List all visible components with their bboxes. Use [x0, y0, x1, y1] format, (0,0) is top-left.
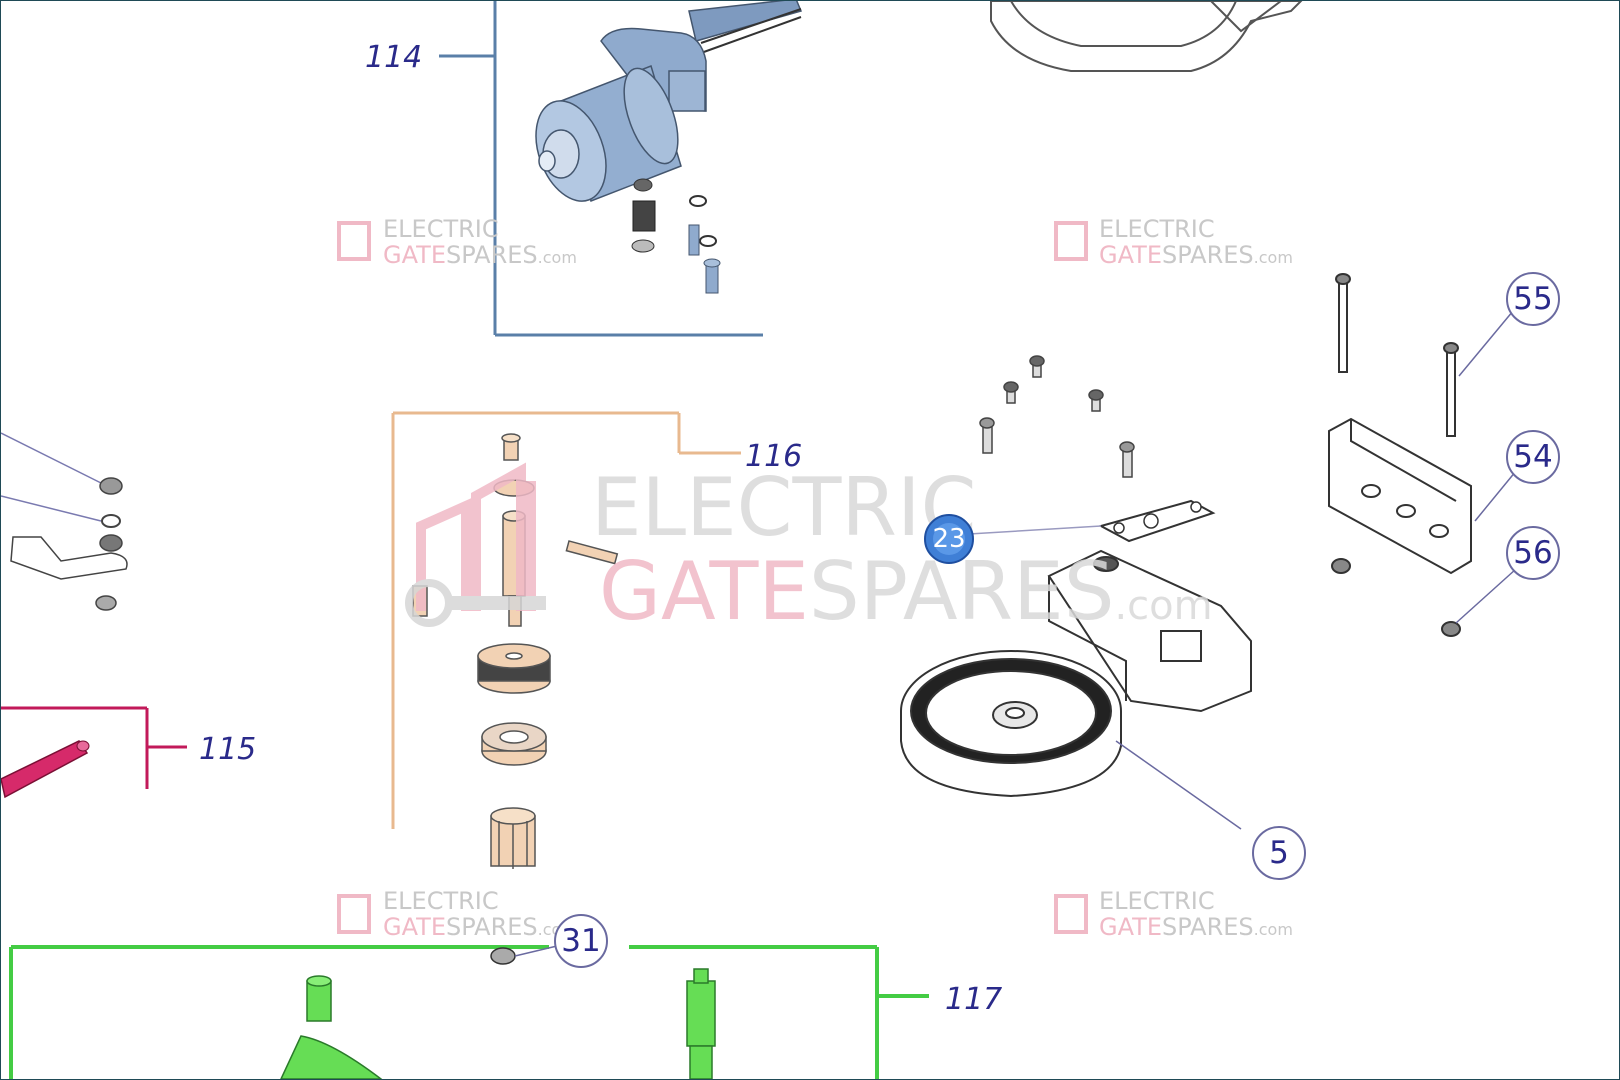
- motor-assembly: [535, 1, 803, 294]
- svg-text:GATESPARES.com: GATESPARES.com: [1099, 913, 1293, 941]
- green-parts: [280, 968, 716, 1079]
- svg-text:ELECTRIC: ELECTRIC: [1099, 887, 1215, 915]
- mounting-bracket: [1328, 273, 1472, 637]
- gasket-plate: [968, 499, 1216, 543]
- base-screws: [979, 355, 1135, 478]
- gear-stack: [412, 433, 619, 869]
- svg-text:ELECTRIC: ELECTRIC: [383, 887, 499, 915]
- group-117-bracket: [9, 945, 929, 1079]
- svg-text:23: 23: [932, 524, 965, 554]
- housing-top-part: [990, 1, 1303, 72]
- svg-text:54: 54: [1513, 439, 1552, 475]
- callout-5[interactable]: 5: [1252, 826, 1306, 880]
- callout-23-marker[interactable]: 23: [924, 514, 974, 564]
- watermark-large: ELECTRIC GATESPARES.com: [405, 461, 1213, 638]
- left-hardware-parts: [1, 432, 128, 611]
- watermark-small-3: ELECTRIC GATESPARES.com: [337, 887, 577, 941]
- watermark-small-4: ELECTRIC GATESPARES.com: [1054, 887, 1293, 941]
- base-housing: [900, 549, 1252, 830]
- watermark-small-2: ELECTRIC GATESPARES.com: [1054, 215, 1293, 269]
- svg-text:56: 56: [1513, 535, 1552, 571]
- group-115-label: 115: [199, 732, 256, 767]
- svg-text:GATESPARES.com: GATESPARES.com: [383, 241, 577, 269]
- callout-55[interactable]: 55: [1458, 272, 1560, 377]
- svg-text:ELECTRIC: ELECTRIC: [1099, 215, 1215, 243]
- svg-text:GATESPARES.com: GATESPARES.com: [1099, 241, 1293, 269]
- group-115-bracket: [1, 706, 187, 789]
- svg-text:ELECTRIC: ELECTRIC: [383, 215, 499, 243]
- callout-31[interactable]: 31: [490, 914, 608, 968]
- callout-54[interactable]: 54: [1474, 430, 1560, 522]
- group-114-bracket: [439, 1, 763, 337]
- magenta-shaft: [1, 740, 90, 799]
- group-116-label: 116: [745, 439, 802, 474]
- svg-text:GATESPARES.com: GATESPARES.com: [383, 913, 577, 941]
- group-116-bracket: [391, 411, 741, 829]
- svg-text:ELECTRIC: ELECTRIC: [591, 461, 976, 554]
- callout-56[interactable]: 56: [1455, 526, 1560, 624]
- svg-text:5: 5: [1269, 835, 1289, 871]
- group-117-label: 117: [945, 982, 1002, 1017]
- watermark-small-1: ELECTRIC GATESPARES.com: [337, 215, 577, 269]
- svg-text:55: 55: [1513, 281, 1552, 317]
- group-114-label: 114: [365, 40, 422, 75]
- svg-text:31: 31: [561, 923, 600, 959]
